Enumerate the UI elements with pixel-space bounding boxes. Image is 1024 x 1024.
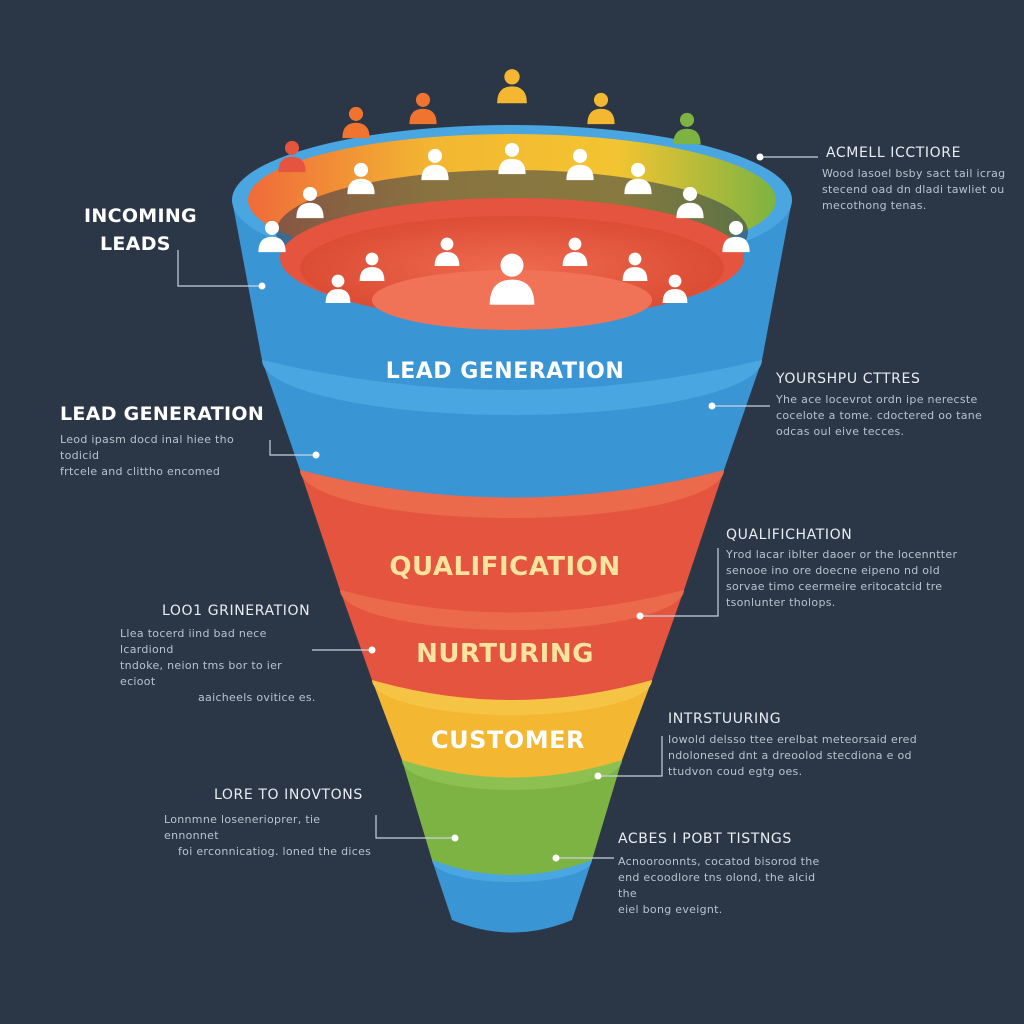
left-connector-dots bbox=[258, 282, 459, 842]
person-icon bbox=[624, 162, 652, 195]
person-icon bbox=[673, 112, 701, 145]
annotation-title: LEADS bbox=[100, 233, 171, 255]
annotation-title: YOURSHPU CTTRES bbox=[776, 371, 921, 387]
stage-label-customer: CUSTOMER bbox=[431, 726, 585, 754]
annotation-yourshpu-cttres: YOURSHPU CTTRES Yhe ace locevrot ordn ip… bbox=[776, 370, 991, 440]
annotation-body: tndoke, neion tms bor to ier ecioot bbox=[120, 659, 283, 688]
person-icon bbox=[325, 274, 351, 303]
stage-label-qualification: QUALIFICATION bbox=[389, 552, 620, 582]
annotation-body: ndolonesed dnt a dreoolod stecdiona e od bbox=[668, 749, 912, 762]
annotation-body: Wood lasoel bsby sact tail icrag bbox=[822, 167, 1006, 180]
person-icon bbox=[409, 92, 437, 125]
annotation-body: frtcele and clittho encomed bbox=[60, 465, 221, 478]
annotation-acmell-icctiore: ACMELL ICCTIORE Wood lasoel bsby sact ta… bbox=[822, 144, 1012, 214]
funnel-band-green bbox=[402, 760, 622, 875]
annotation-body: sorvae timo ceermeire eritocatcid tre bbox=[726, 580, 943, 593]
stage-label-nurturing: NURTURING bbox=[416, 639, 594, 669]
person-icon bbox=[489, 253, 535, 305]
annotation-loo1-grineration: LOO1 GRINERATION Llea tocerd iind bad ne… bbox=[120, 602, 320, 706]
annotation-body: cocelote a tome. cdoctered oo tane bbox=[776, 409, 983, 422]
person-icon bbox=[296, 186, 324, 219]
person-icon bbox=[676, 186, 704, 219]
annotation-body: Iowold delsso ttee erelbat meteorsaid er… bbox=[668, 733, 918, 746]
annotation-body: mecothong tenas. bbox=[822, 199, 927, 212]
annotation-body: Llea tocerd iind bad nece lcardiond bbox=[120, 627, 267, 656]
people-icons bbox=[258, 69, 750, 305]
person-icon bbox=[359, 252, 385, 281]
annotation-body: aaicheels ovitice es. bbox=[198, 691, 316, 704]
person-icon bbox=[434, 237, 460, 266]
person-icon bbox=[722, 220, 750, 253]
annotation-intrstuuring: INTRSTUURING Iowold delsso ttee erelbat … bbox=[668, 710, 918, 780]
annotation-lore-to-inovtons: LORE TO INOVTONS Lonnmne losenerioprer, … bbox=[164, 786, 374, 860]
person-icon bbox=[342, 106, 370, 139]
person-icon bbox=[566, 148, 594, 181]
person-icon bbox=[497, 69, 527, 104]
person-icon bbox=[587, 92, 615, 125]
person-icon bbox=[622, 252, 648, 281]
left-connectors bbox=[177, 250, 455, 839]
annotation-acbes-pobt-tistngs: ACBES I POBT TISTNGS Acnooroonnts, cocat… bbox=[618, 830, 838, 918]
stage-label-lead-generation: LEAD GENERATION bbox=[386, 359, 625, 384]
annotation-title: LOO1 GRINERATION bbox=[162, 603, 311, 619]
annotation-title: INTRSTUURING bbox=[668, 711, 782, 727]
annotation-title: LORE TO INOVTONS bbox=[214, 787, 363, 803]
annotation-body: foi erconnicatiog. loned the dices bbox=[178, 845, 372, 858]
annotation-title: ACBES I POBT TISTNGS bbox=[618, 831, 792, 847]
person-icon bbox=[421, 148, 449, 181]
annotation-body: Acnooroonnts, cocatod bisorod the bbox=[618, 855, 820, 868]
annotation-title: QUALIFICHATION bbox=[726, 527, 853, 543]
annotation-incoming-leads: INCOMING LEADS bbox=[84, 202, 197, 258]
person-icon bbox=[562, 237, 588, 266]
annotation-body: end ecoodlore tns olond, the alcid the bbox=[618, 871, 816, 900]
person-icon bbox=[258, 220, 286, 253]
annotation-body: tsonlunter tholops. bbox=[726, 596, 836, 609]
person-icon bbox=[278, 140, 306, 173]
right-connector-dots bbox=[552, 153, 764, 862]
annotation-body: Lonnmne losenerioprer, tie ennonnet bbox=[164, 813, 321, 842]
right-connectors bbox=[556, 156, 818, 859]
annotation-lead-generation: LEAD GENERATION Leod ipasm docd inal hie… bbox=[60, 400, 270, 480]
annotation-body: ttudvon coud egtg oes. bbox=[668, 765, 803, 778]
person-icon bbox=[498, 142, 526, 175]
annotation-body: eiel bong eveignt. bbox=[618, 903, 723, 916]
annotation-title: LEAD GENERATION bbox=[60, 403, 265, 425]
annotation-body: Yhe ace locevrot ordn ipe nerecste bbox=[776, 393, 978, 406]
annotation-body: stecend oad dn dladi tawliet ou bbox=[822, 183, 1005, 196]
annotation-body: Leod ipasm docd inal hiee tho todicid bbox=[60, 433, 234, 462]
person-icon bbox=[662, 274, 688, 303]
annotation-body: odcas oul eive tecces. bbox=[776, 425, 905, 438]
annotation-title: ACMELL ICCTIORE bbox=[826, 145, 962, 161]
person-icon bbox=[347, 162, 375, 195]
annotation-qualifichation: QUALIFICHATION Yrod lacar iblter daoer o… bbox=[726, 526, 966, 611]
annotation-body: senooe ino ore doecne eipeno nd old bbox=[726, 564, 940, 577]
annotation-body: Yrod lacar iblter daoer or the locenntte… bbox=[726, 548, 958, 561]
annotation-title: INCOMING bbox=[84, 205, 197, 227]
